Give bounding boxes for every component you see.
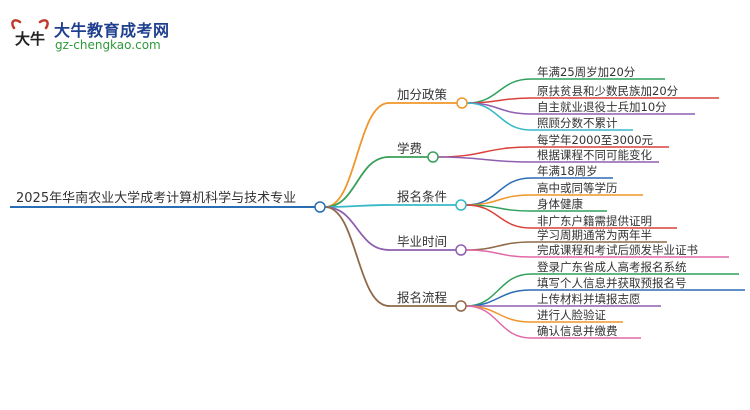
branch-node-circle[interactable] [456,97,468,109]
branch-connector [324,206,390,307]
leaf-connector [465,305,532,323]
branch-node-circle[interactable] [427,151,439,163]
leaf-label[interactable]: 年满18周岁 [537,164,598,178]
branch-connector [324,156,390,208]
leaf-connector [466,102,532,131]
leaf-connector [466,97,532,104]
leaf-connector [465,305,532,339]
brand-logo: 大牛 大牛教育成考网 gz-chengkao.com [8,14,170,58]
branch-label[interactable]: 加分政策 [397,87,448,102]
root-node-circle[interactable] [314,201,326,213]
branch-label[interactable]: 毕业时间 [397,234,447,249]
branch-label[interactable]: 学费 [397,141,422,156]
leaf-label[interactable]: 根据课程不同可能变化 [537,148,652,162]
leaf-label[interactable]: 原扶贫县和少数民族加20分 [537,84,679,98]
leaf-connector [466,78,532,104]
mindmap-edges [10,78,745,339]
root-label[interactable]: 2025年华南农业大学成考计算机科学与技术专业 [16,190,296,206]
branch-node-circle[interactable] [455,199,467,211]
leaf-connector [465,289,532,307]
brand-title[interactable]: 大牛教育成考网 [54,21,170,40]
branch-connector [324,204,390,208]
leaf-connector [465,204,532,229]
leaf-label[interactable]: 非广东户籍需提供证明 [537,214,652,228]
branch-node-circle[interactable] [455,300,467,312]
leaf-connector [437,156,532,163]
leaf-label[interactable]: 照顾分数不累计 [537,116,618,130]
leaf-label[interactable]: 登录广东省成人高考报名系统 [537,260,687,274]
branch-connector [324,102,390,208]
leaf-connector [465,241,532,251]
leaf-label[interactable]: 每学年2000至3000元 [537,133,654,147]
leaf-connector [465,177,532,206]
leaf-connector [437,146,532,158]
leaf-label[interactable]: 上传材料并填报志愿 [537,292,641,306]
leaf-connector [465,249,532,258]
branch-node-circle[interactable] [455,244,467,256]
leaf-label[interactable]: 高中或同等学历 [537,181,618,195]
branch-label[interactable]: 报名流程 [397,290,448,305]
leaf-label[interactable]: 学习周期通常为两年半 [537,228,652,242]
brand-url[interactable]: gz-chengkao.com [55,38,161,52]
leaf-label[interactable]: 填写个人信息并获取预报名号 [537,276,687,290]
leaf-label[interactable]: 完成课程和考试后颁发毕业证书 [537,243,698,257]
leaf-label[interactable]: 自主就业退役士兵加10分 [537,100,667,114]
leaf-label[interactable]: 年满25周岁加20分 [537,65,636,79]
leaf-label[interactable]: 确认信息并缴费 [537,324,618,338]
logo-glyph: 大牛 [15,30,45,48]
branch-label[interactable]: 报名条件 [397,189,447,204]
leaf-label[interactable]: 进行人脸验证 [537,308,606,322]
branch-connector [324,206,390,251]
leaf-label[interactable]: 身体健康 [537,197,583,211]
mindmap-nodes: 2025年华南农业大学成考计算机科学与技术专业 加分政策 年满25周岁加20分原扶贫… [16,65,698,338]
bull-logo-icon: 大牛 [11,19,49,48]
